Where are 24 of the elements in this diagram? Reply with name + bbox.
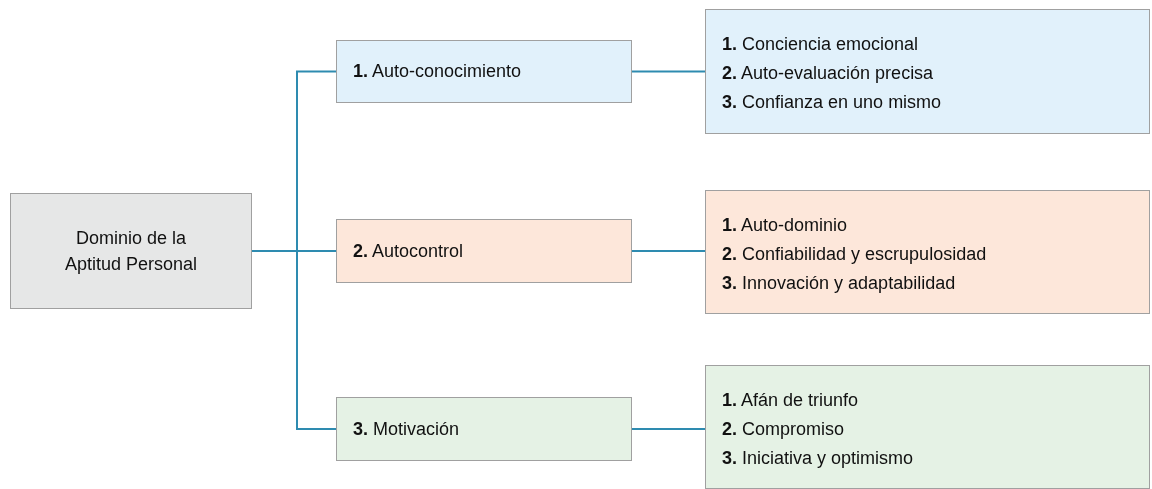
list-item: 1. Auto-dominio	[722, 214, 849, 237]
category-box	[336, 397, 632, 461]
category-box	[336, 40, 632, 103]
root-box	[10, 193, 252, 309]
list-item: 3. Confianza en uno mismo	[722, 90, 943, 114]
connector-line	[631, 70, 706, 73]
list-item: 1. Afán de triunfo	[722, 389, 860, 412]
list-box	[705, 190, 1150, 314]
node-label: 3. Motivación	[353, 418, 461, 440]
node-label: 2. Autocontrol	[353, 240, 465, 262]
list-box	[705, 365, 1150, 489]
list-item: 3. Iniciativa y optimismo	[722, 446, 915, 470]
connector-line	[631, 250, 706, 252]
list-item: 1. Conciencia emocional	[722, 33, 920, 56]
node-label: Dominio de la Aptitud Personal	[63, 226, 199, 276]
list-item: 3. Innovación y adaptabilidad	[722, 271, 957, 295]
connector-line	[251, 250, 337, 430]
category-box	[336, 219, 632, 283]
list-item: 2. Auto-evaluación precisa	[722, 61, 935, 85]
list-item: 2. Compromiso	[722, 417, 846, 441]
node-label: 1. Auto-conocimiento	[353, 61, 523, 82]
list-box	[705, 9, 1150, 134]
connector-line	[631, 428, 706, 430]
list-item: 2. Confiabilidad y escrupulosidad	[722, 242, 988, 266]
